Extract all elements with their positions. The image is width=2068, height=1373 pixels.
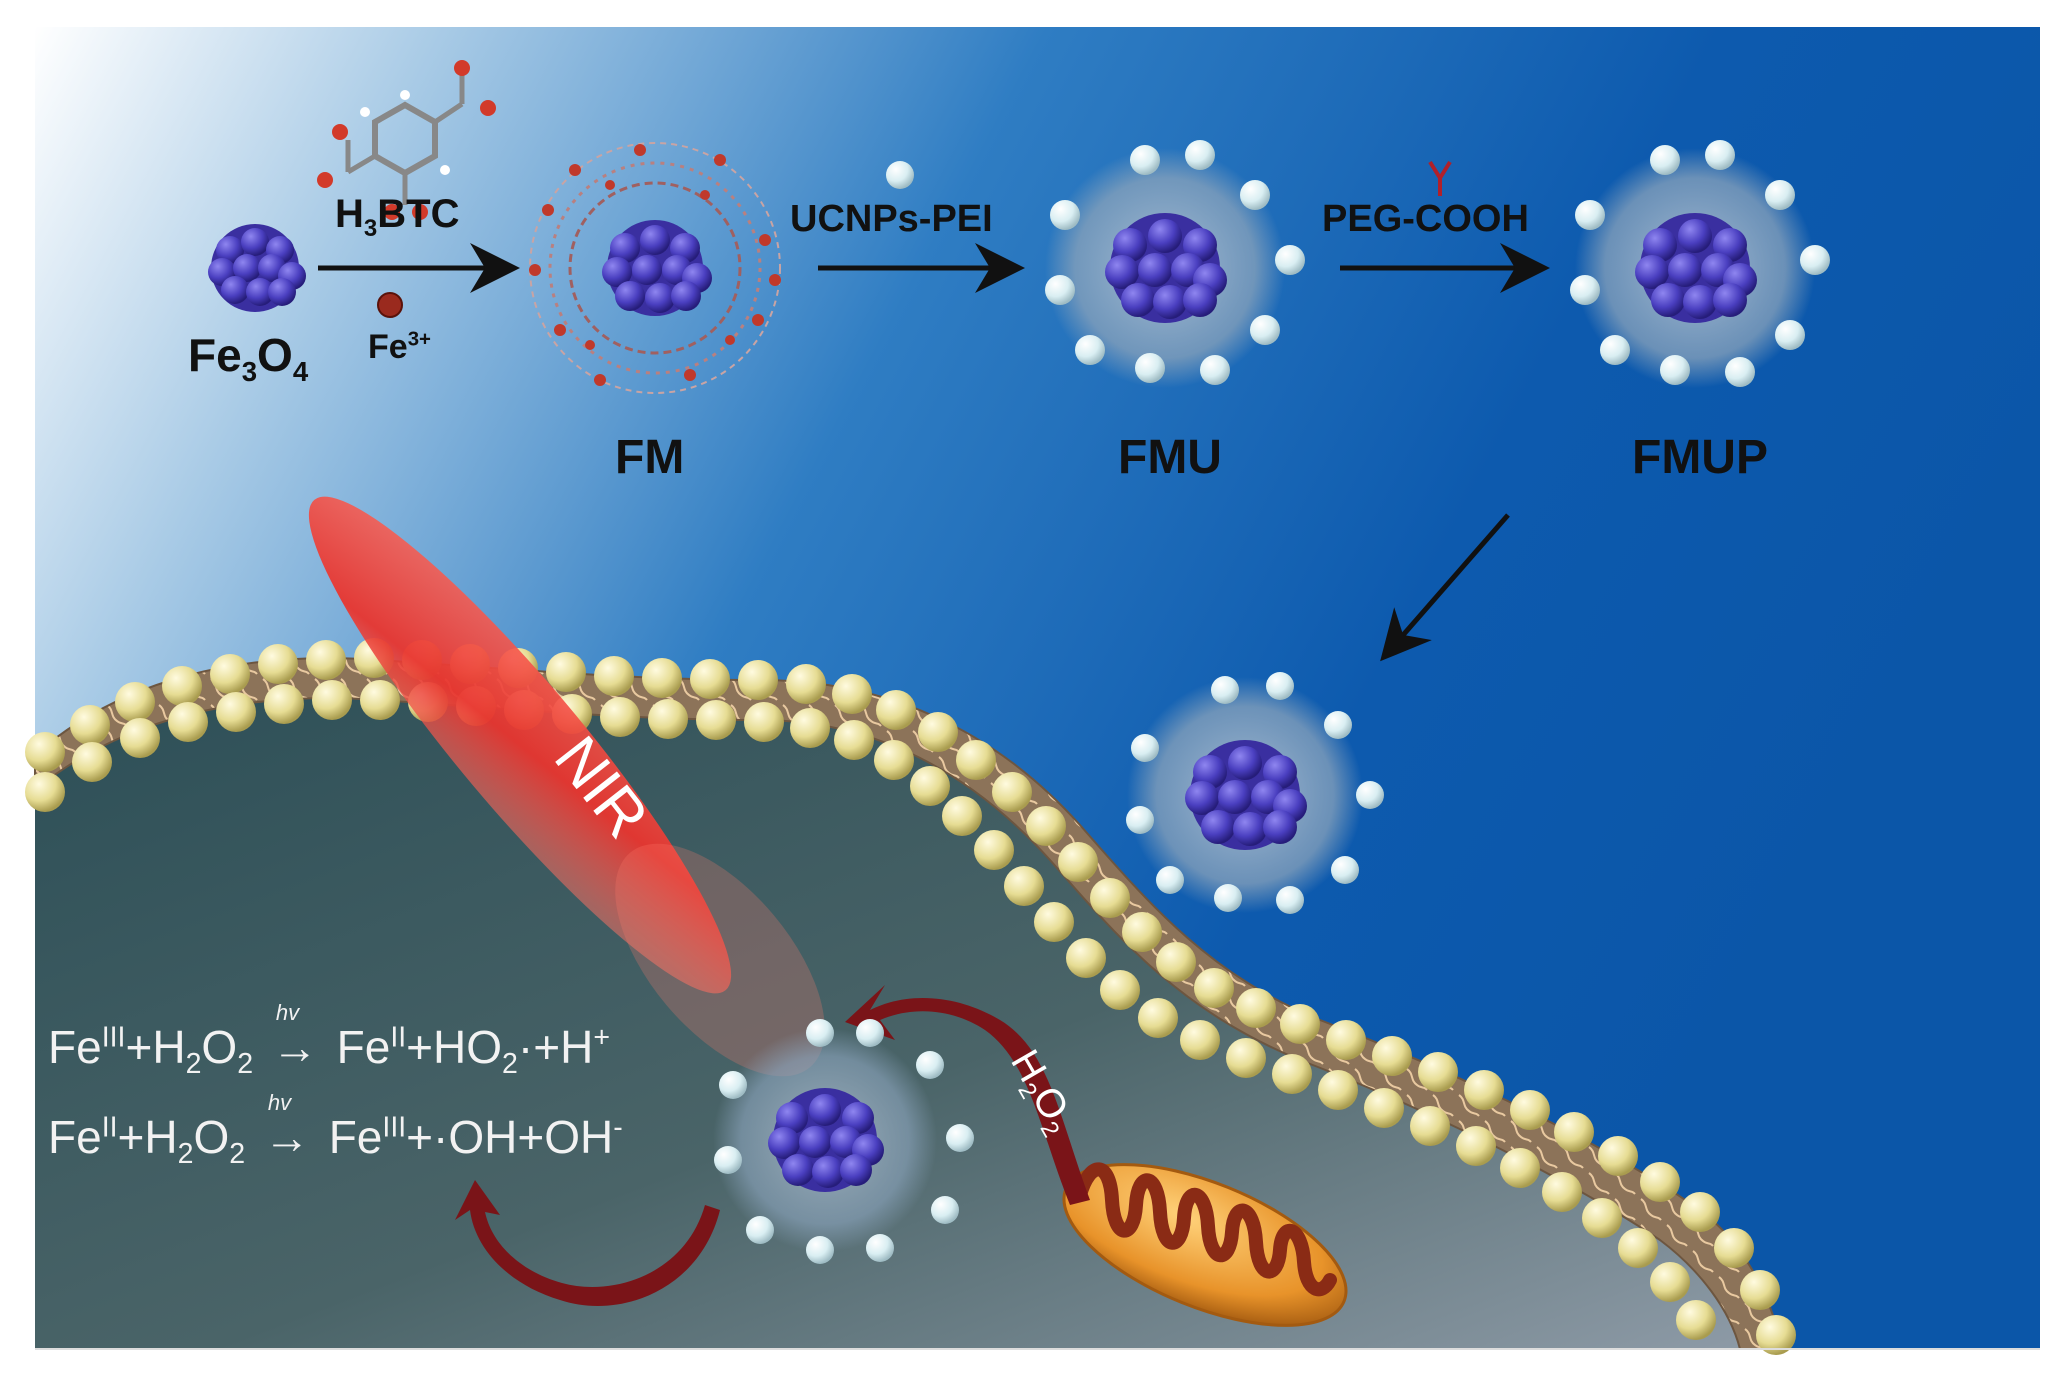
- fmup-particle-inside-cell: [713, 1019, 974, 1264]
- peg-cooh-label: PEG-COOH: [1322, 198, 1529, 240]
- fmup-label: FMUP: [1632, 431, 1768, 484]
- fm-particle: [529, 142, 781, 394]
- fmu-label: FMU: [1118, 431, 1222, 484]
- ucnp-sphere-icon: [886, 161, 914, 189]
- h3btc-molecule-icon: [317, 60, 496, 220]
- peg-icon: [1428, 160, 1452, 196]
- lipid-heads-outer: [25, 638, 1796, 1355]
- ucnps-pei-label: UCNPs-PEI: [790, 198, 993, 240]
- h3btc-label: H3BTC: [335, 192, 460, 242]
- fe3plus-ion-icon: [377, 292, 403, 318]
- hv-symbol: hv: [267, 1090, 292, 1115]
- cycle-arrow-bottom: [455, 1180, 720, 1306]
- nir-beam: [308, 496, 825, 1077]
- reaction-equation-1: FeIII+H2O2 hv → FeII+HO2·+H+: [48, 1000, 610, 1081]
- fmup-particle: [1570, 140, 1830, 388]
- fm-label: FM: [615, 431, 685, 484]
- fe3o4-label: Fe3O4: [188, 329, 309, 388]
- fe3plus-label: Fe3+: [368, 328, 431, 366]
- hv-symbol: hv: [275, 1000, 300, 1025]
- cell-interior: [35, 698, 1740, 1349]
- cycle-arrow-top: [845, 985, 1090, 1205]
- reaction-equation-2: FeII+H2O2 hv → FeIII+·OH+OH-: [48, 1090, 623, 1171]
- arrow-to-cell: [1380, 513, 1510, 662]
- fmu-particle: [1045, 140, 1305, 388]
- fmup-particle-approaching-cell: [1126, 672, 1384, 914]
- fe3o4-core-particle: [208, 224, 306, 312]
